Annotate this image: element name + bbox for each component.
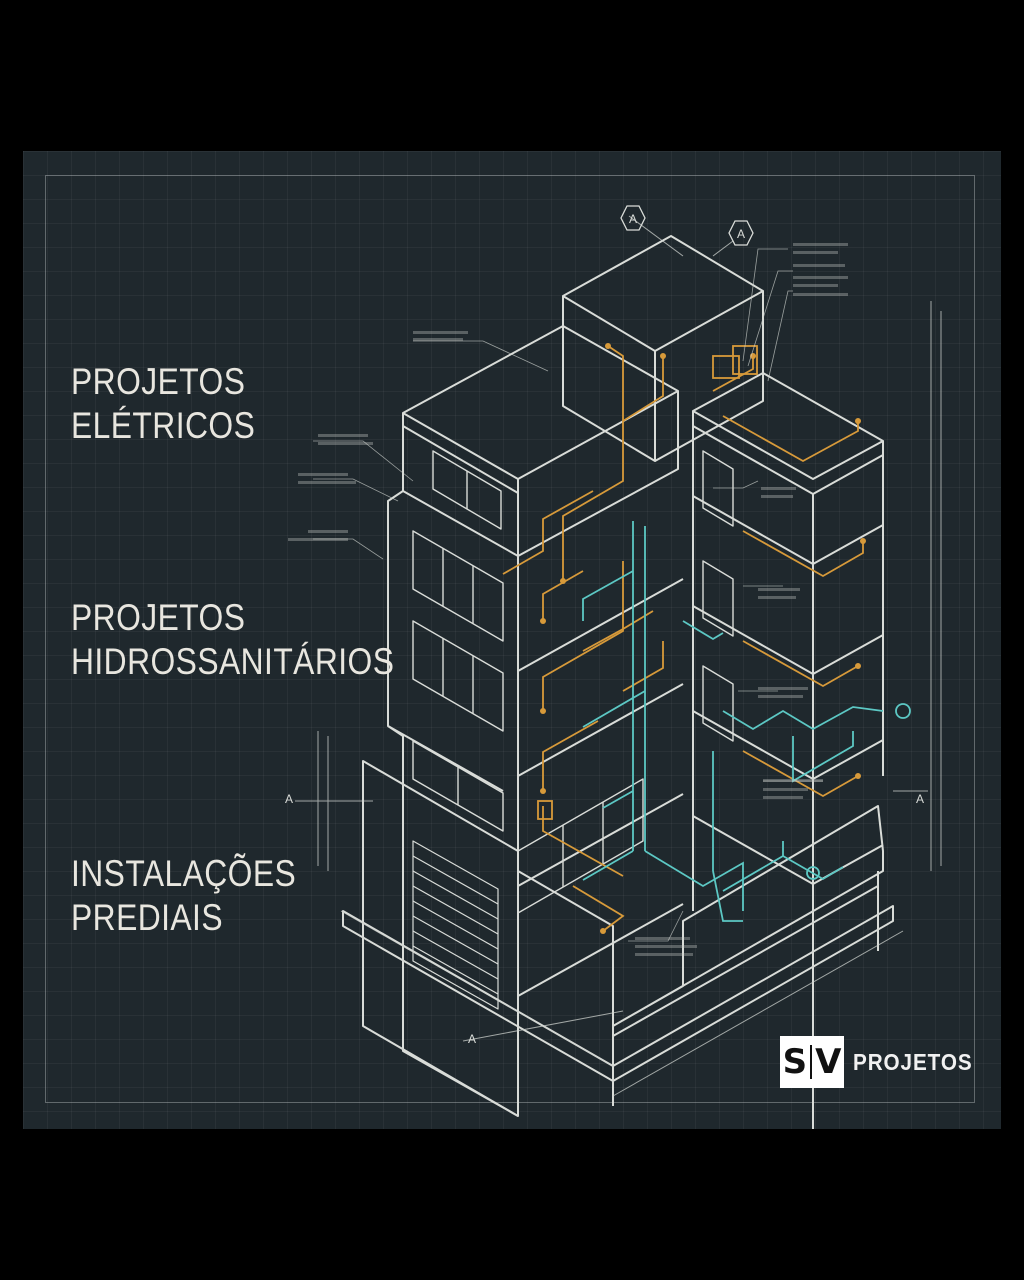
left-tower-left-face	[387, 426, 519, 1117]
logo-letter-s: S	[782, 1042, 808, 1082]
logo-divider	[810, 1045, 813, 1079]
section-marker-top-left: A	[629, 212, 637, 226]
right-tower-roof	[692, 372, 884, 480]
section-marker-right: A	[916, 792, 924, 806]
headline-installations-line2: PREDIAIS	[71, 897, 223, 938]
blueprint-panel: A A A A A PROJETOS ELÉTRICOS PROJETOS HI…	[23, 151, 1001, 1129]
headline-hydro-line2: HIDROSSANITÁRIOS	[71, 641, 395, 682]
headline-electrical-line2: ELÉTRICOS	[71, 405, 256, 446]
left-windows	[412, 450, 504, 832]
garage-shutter	[412, 840, 499, 1010]
section-marker-bottom: A	[468, 1032, 476, 1046]
headline-hydro: PROJETOS HIDROSSANITÁRIOS	[71, 596, 394, 684]
section-marker-top-right: A	[737, 227, 745, 241]
left-tower-roof	[402, 325, 679, 480]
headline-electrical-line1: PROJETOS	[71, 361, 246, 402]
headline-installations: INSTALAÇÕES PREDIAIS	[71, 852, 296, 940]
plumbing-pipes	[582, 521, 911, 922]
logo-letter-v: V	[815, 1042, 842, 1082]
roof-core-left	[562, 296, 656, 462]
storefront	[517, 778, 644, 914]
drawing-frame	[45, 175, 975, 1103]
isometric-building-drawing: A A A A A	[285, 205, 942, 1129]
dimension-lines	[295, 215, 942, 1097]
logo-mark: S V	[780, 1036, 844, 1088]
logo-text: PROJETOS	[853, 1048, 973, 1075]
roof-core-top	[562, 235, 764, 352]
roof-core-right	[654, 291, 764, 462]
headline-installations-line1: INSTALAÇÕES	[71, 853, 297, 894]
brand-logo: S V PROJETOS	[780, 1036, 986, 1088]
electrical-conduits	[502, 345, 864, 932]
podium-left	[362, 760, 519, 1117]
headline-hydro-line1: PROJETOS	[71, 597, 246, 638]
section-marker-left: A	[285, 792, 293, 806]
headline-electrical: PROJETOS ELÉTRICOS	[71, 360, 255, 448]
